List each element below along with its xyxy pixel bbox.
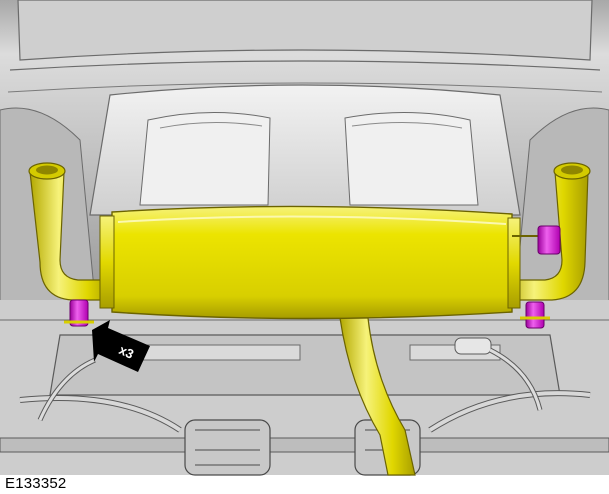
callout-label: x3 <box>117 342 136 362</box>
front-exhaust-pipe <box>339 317 416 476</box>
callout-arrow-icon: x3 <box>92 320 150 372</box>
bumper-upper-edge <box>17 0 593 61</box>
isolator-left-lower <box>64 299 94 327</box>
figure-id-label: E133352 <box>2 475 70 493</box>
differential <box>184 419 271 476</box>
isolator-right-upper <box>537 225 561 255</box>
rear-muffler <box>111 205 513 320</box>
drive-shaft <box>0 437 609 453</box>
isolator-right-lower <box>520 301 550 329</box>
